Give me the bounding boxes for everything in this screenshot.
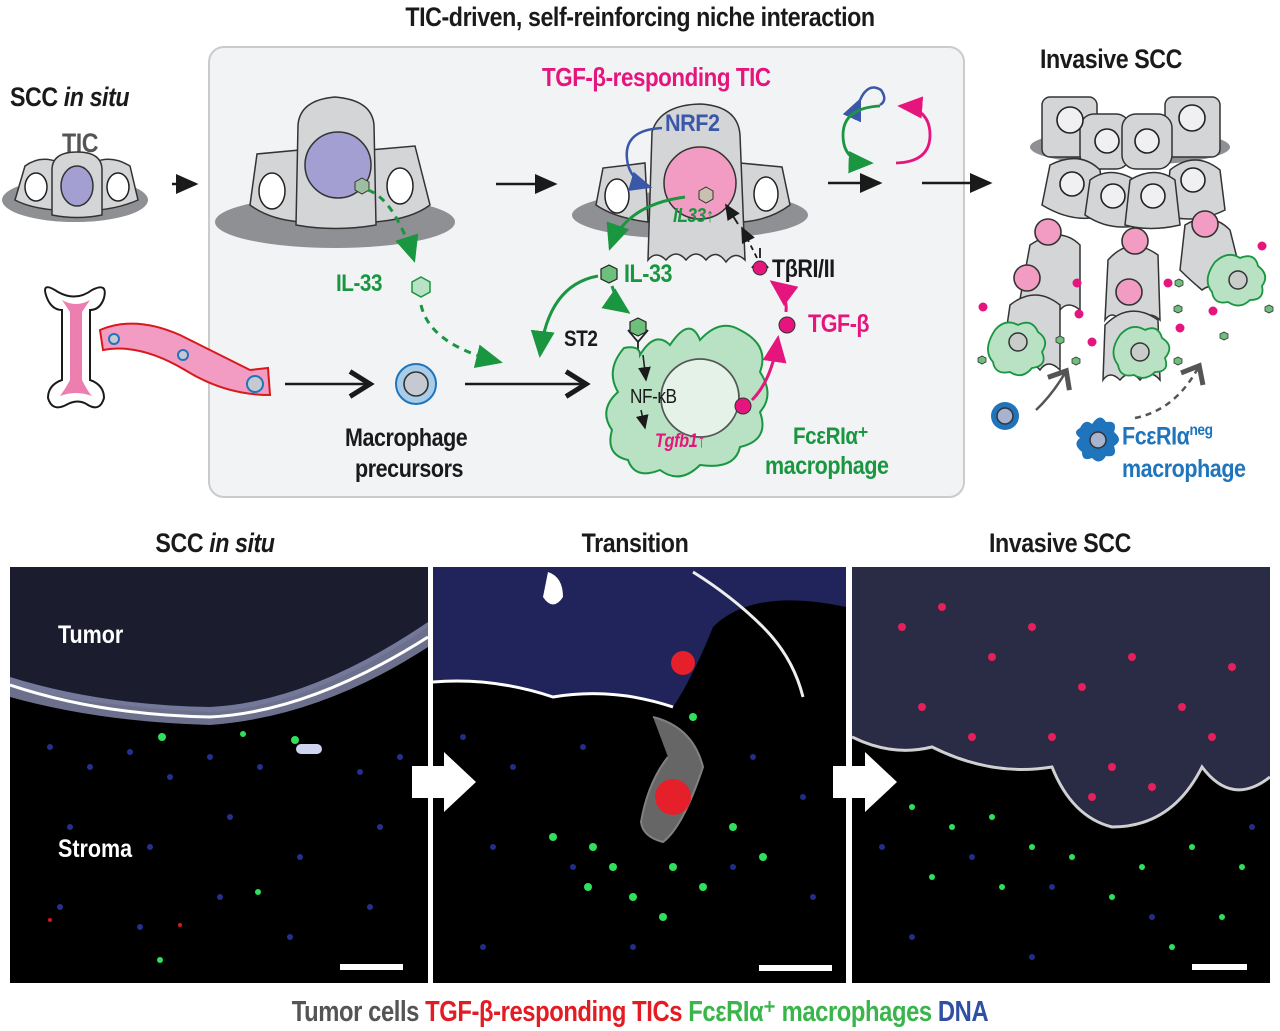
self-reinforcing-loop-icon (841, 86, 932, 174)
scale-bar-1 (340, 964, 403, 970)
precursor-label-1: Macrophage (345, 424, 468, 452)
tgfb1-gene-label: Tgfb1↑ (655, 431, 706, 452)
macrophage-pos-label-2: macrophage (765, 452, 889, 480)
tgfb-dot-in-macrophage (734, 397, 752, 415)
macrophage-neg-superscript: neg (1189, 422, 1213, 439)
tic-nucleus (60, 165, 94, 207)
st2-bound-il33 (629, 317, 647, 337)
legend-macrophages: FcεRIα⁺ macrophages (688, 996, 932, 1028)
schematic-diagram (2, 86, 1274, 478)
micrograph-title-2: Transition (581, 528, 689, 558)
nrf2-label: NRF2 (665, 110, 720, 137)
tgfb-receptor-ligand (752, 260, 768, 276)
stage-label-scc-in-situ: SCC in situ (10, 82, 130, 113)
macrophage-pos-label-1: FcεRIα⁺ (793, 423, 869, 450)
micrograph-title-3: Invasive SCC (989, 528, 1131, 558)
micrograph-transition (433, 567, 846, 983)
tgfb-dot (778, 316, 796, 334)
scale-bar-3 (1192, 964, 1247, 970)
progression-arrow-1 (412, 752, 476, 812)
figure-title: TIC-driven, self-reinforcing niche inter… (405, 2, 875, 32)
legend-dna: DNA (937, 996, 989, 1028)
progression-arrow-2 (833, 752, 897, 812)
nfkb-label: NF-κB (630, 386, 677, 408)
stage-label-invasive-scc: Invasive SCC (1040, 44, 1182, 74)
micrograph-invasive-scc (852, 567, 1270, 983)
macrophage-neg-label-2: macrophage (1122, 455, 1246, 483)
scale-bar-2 (759, 965, 832, 971)
micrograph-scc-in-situ: Tumor Stroma (10, 567, 428, 983)
micrograph-title-1: SCC in situ (39, 528, 392, 559)
legend-tgfb-tics: TGF-β-responding TICs (425, 996, 683, 1028)
tic-cell-enlarged (215, 96, 455, 248)
precursor-label-2: precursors (355, 455, 464, 483)
stroma-region-label: Stroma (58, 835, 133, 863)
tgfb-responding-tic-label: TGF-β-responding TIC (542, 62, 771, 92)
micrograph-title-1-main: SCC (155, 528, 204, 558)
tumor-region-label: Tumor (58, 621, 124, 649)
bone-icon (44, 286, 106, 409)
stage-label-main: SCC (10, 82, 58, 112)
st2-label: ST2 (564, 326, 598, 351)
tgfb-label: TGF-β (808, 310, 870, 338)
blood-vessel (98, 322, 272, 397)
macrophage-neg-label-1: FcεRIαneg (1122, 422, 1213, 451)
stain-legend: Tumor cells TGF-β-responding TICs FcεRIα… (115, 994, 1165, 1029)
tic-cluster-in-situ (2, 151, 148, 222)
stage-label-italic: in situ (63, 82, 130, 112)
invasive-scc-cluster (977, 96, 1274, 383)
micrograph-title-1-italic: in situ (209, 528, 275, 558)
il33-label-2: IL-33 (624, 260, 673, 288)
il33-label-1: IL-33 (336, 270, 383, 297)
macrophage-neg-name: FcεRIα (1122, 422, 1190, 451)
receptor-label: TβRI/II (772, 255, 835, 283)
legend-tumor-cells: Tumor cells (291, 996, 420, 1028)
il33-gene-label: IL33↑ (673, 205, 714, 227)
il33-hexagon-2 (600, 264, 618, 284)
il33-hexagon-1 (411, 276, 431, 298)
